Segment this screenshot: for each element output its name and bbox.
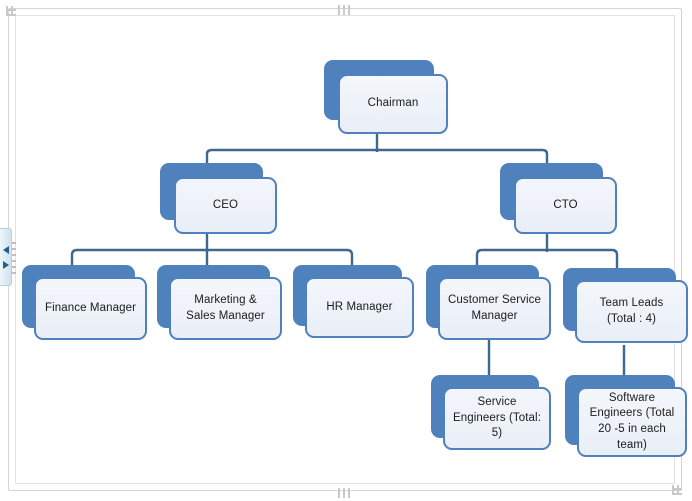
org-node-team-leads[interactable]: Team Leads (Total : 4) bbox=[563, 268, 688, 343]
org-node-customer-service-manager[interactable]: Customer Service Manager bbox=[426, 265, 551, 340]
node-label: HR Manager bbox=[326, 300, 393, 313]
node-card[interactable]: Chairman bbox=[338, 74, 448, 134]
chevron-up-icon[interactable] bbox=[2, 245, 9, 254]
resize-handle-bottom-right[interactable] bbox=[672, 485, 682, 495]
resize-handle-top-left[interactable] bbox=[6, 6, 16, 16]
node-card[interactable]: Software Engineers (Total 20 -5 in each … bbox=[577, 387, 687, 457]
splitter-grip-dots bbox=[12, 238, 16, 274]
org-node-cto[interactable]: CTO bbox=[500, 163, 617, 234]
node-card[interactable]: Customer Service Manager bbox=[438, 277, 551, 340]
node-label: Team Leads (Total : 4) bbox=[599, 296, 664, 325]
node-label: Marketing & Sales Manager bbox=[186, 293, 265, 322]
org-node-hr-manager[interactable]: HR Manager bbox=[293, 265, 414, 338]
chevron-down-icon[interactable] bbox=[2, 260, 9, 269]
resize-handle-top-center[interactable] bbox=[338, 5, 352, 15]
org-node-chairman[interactable]: Chairman bbox=[324, 60, 448, 134]
node-card[interactable]: Marketing & Sales Manager bbox=[169, 277, 282, 340]
org-node-finance-manager[interactable]: Finance Manager bbox=[22, 265, 147, 340]
node-card[interactable]: Finance Manager bbox=[34, 277, 147, 340]
node-label: Chairman bbox=[367, 97, 419, 110]
org-node-marketing-sales-manager[interactable]: Marketing & Sales Manager bbox=[157, 265, 282, 340]
node-label: CEO bbox=[212, 198, 239, 211]
node-card[interactable]: CTO bbox=[514, 177, 617, 234]
node-label: Finance Manager bbox=[45, 301, 136, 314]
node-card[interactable]: Service Engineers (Total: 5) bbox=[443, 387, 551, 450]
node-label: Service Engineers (Total: 5) bbox=[453, 396, 541, 440]
node-label: Software Engineers (Total 20 -5 in each … bbox=[589, 391, 675, 451]
node-card[interactable]: CEO bbox=[174, 177, 277, 234]
org-node-software-engineers[interactable]: Software Engineers (Total 20 -5 in each … bbox=[565, 375, 687, 457]
org-node-service-engineers[interactable]: Service Engineers (Total: 5) bbox=[431, 375, 551, 450]
pane-splitter-control[interactable] bbox=[0, 228, 12, 286]
node-card[interactable]: Team Leads (Total : 4) bbox=[575, 280, 688, 343]
node-label: Customer Service Manager bbox=[448, 293, 541, 322]
node-card[interactable]: HR Manager bbox=[305, 277, 414, 338]
resize-handle-bottom-center[interactable] bbox=[338, 488, 352, 498]
org-node-ceo[interactable]: CEO bbox=[160, 163, 277, 234]
node-label: CTO bbox=[553, 198, 578, 211]
